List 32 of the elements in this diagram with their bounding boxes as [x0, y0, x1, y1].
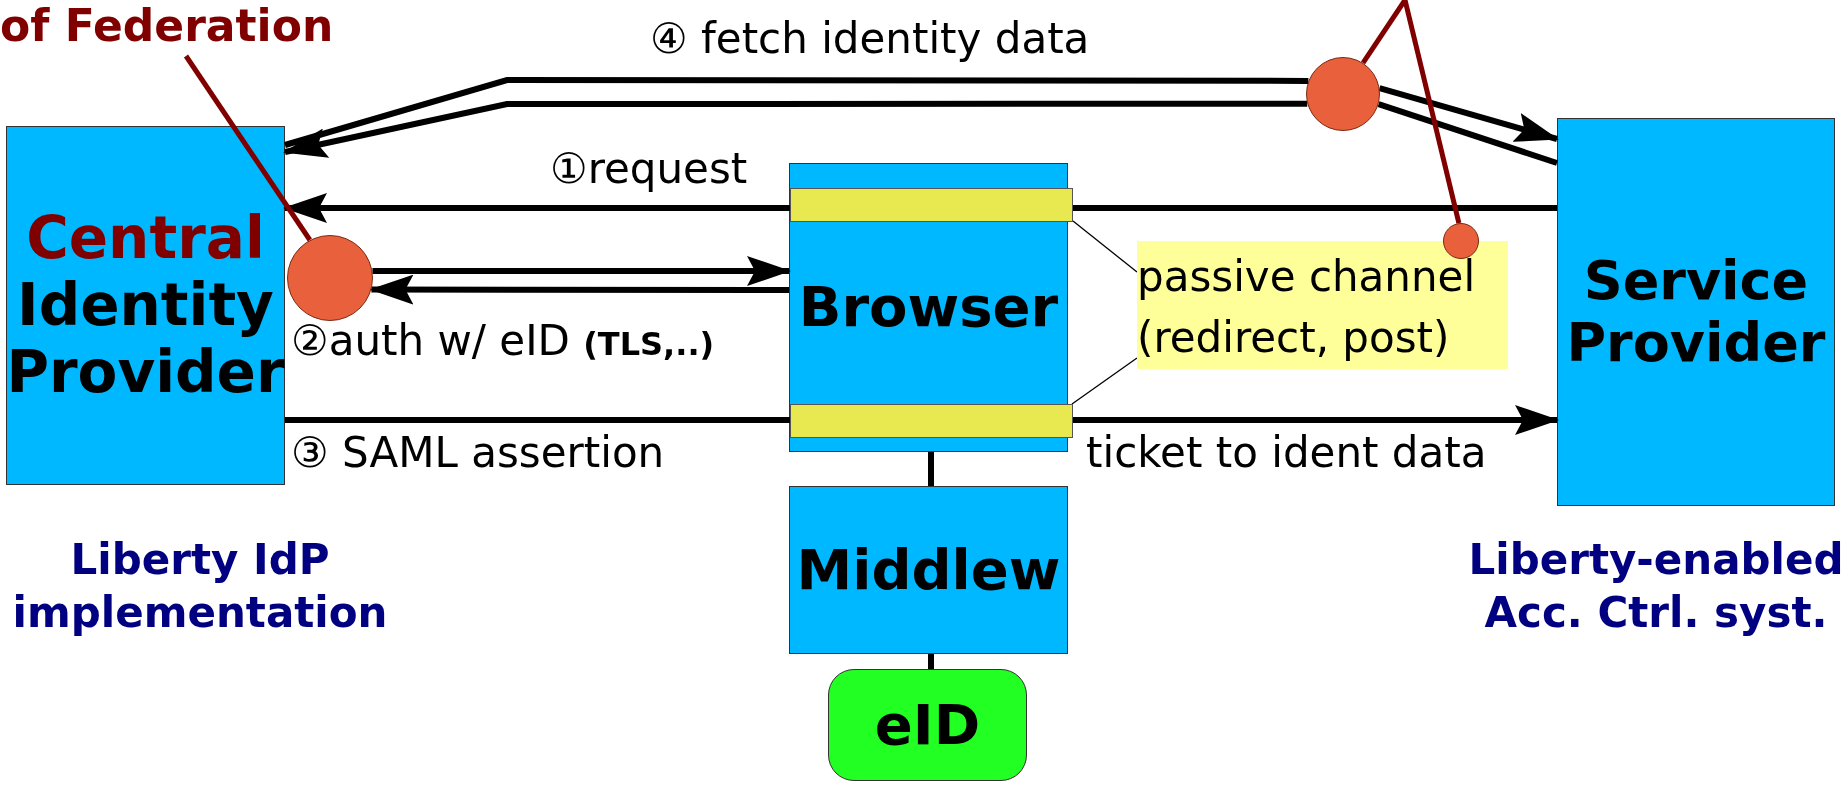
leader-line — [1071, 357, 1138, 405]
process-box — [1557, 118, 1835, 506]
connector-line — [284, 77, 1309, 148]
node-label: Middlew — [796, 537, 1061, 603]
connector-line — [1073, 205, 1557, 211]
connector-line — [285, 417, 790, 423]
arrow — [369, 274, 789, 305]
arrow — [283, 100, 1308, 158]
arrow — [372, 256, 791, 286]
caption-text: Liberty IdP implementation — [11, 534, 389, 639]
leader-line — [1072, 220, 1138, 273]
process-box — [828, 669, 1027, 781]
note-text: passive channel (redirect, post) — [1137, 251, 1477, 364]
connector-line — [928, 452, 934, 486]
arrow — [1073, 405, 1559, 435]
arrow — [283, 193, 790, 223]
leader-line — [1402, 0, 1462, 224]
node-label: eID — [874, 692, 981, 758]
marker-dot — [1443, 223, 1479, 259]
channel-band — [790, 188, 1073, 222]
node-label: Central — [26, 205, 265, 273]
node-label: Browser — [798, 275, 1059, 340]
connector-line — [928, 654, 934, 669]
channel-band — [790, 404, 1073, 438]
note-box — [1137, 241, 1508, 369]
process-box — [789, 486, 1068, 654]
connector-line — [1377, 101, 1558, 166]
callout-text: of Federation — [0, 0, 334, 51]
leader-line — [183, 54, 312, 242]
arrow — [1378, 85, 1559, 142]
caption-text: Liberty-enabled Acc. Ctrl. syst. — [1467, 534, 1845, 639]
node-label: Service Provider — [1565, 249, 1827, 375]
